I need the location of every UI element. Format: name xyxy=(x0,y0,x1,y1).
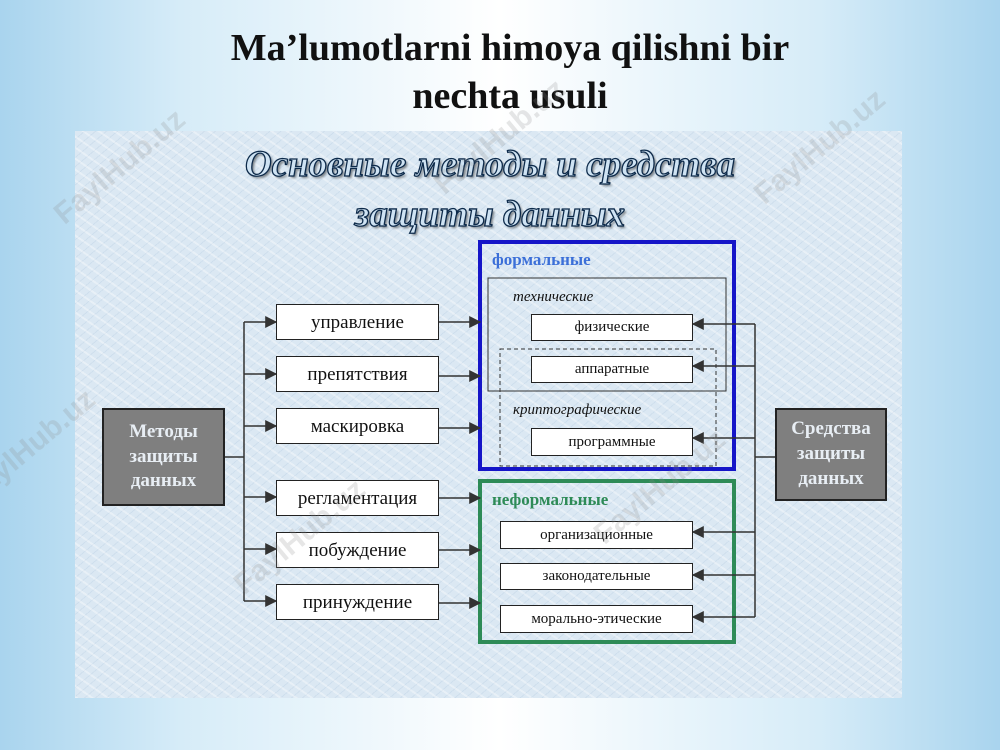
informal-group-frame xyxy=(478,479,736,644)
tool-box-moral-ethical: морально-этические xyxy=(500,605,693,633)
technical-label: технические xyxy=(513,289,594,305)
tool-box-physical: физические xyxy=(531,314,693,341)
tools-box: Средства защиты данных xyxy=(775,408,887,501)
slide-title-line-2: nechta usuli xyxy=(412,75,608,117)
informal-group-label: неформальные xyxy=(492,490,609,509)
method-box-management: управление xyxy=(276,304,439,340)
tool-box-software: программные xyxy=(531,428,693,456)
diagram-title-line-1: Основные методы и средства xyxy=(244,143,736,185)
method-box-regulation: регламентация xyxy=(276,480,439,516)
methods-box: Методы защиты данных xyxy=(102,408,225,506)
tool-box-legislative: законодательные xyxy=(500,563,693,590)
slide-title-line-1: Ma’lumotlarni himoya qilishni bir xyxy=(230,27,790,69)
method-arrows xyxy=(439,316,482,609)
diagram-title-line-2: защиты данных xyxy=(354,193,626,235)
hardware-subframe xyxy=(499,348,717,467)
tool-box-organizational: организационные xyxy=(500,521,693,549)
technical-subframe xyxy=(487,277,727,392)
method-box-motivation: побуждение xyxy=(276,532,439,568)
method-box-obstacles: препятствия xyxy=(276,356,439,392)
method-box-masking: маскировка xyxy=(276,408,439,444)
right-tree xyxy=(691,318,776,623)
crypto-label: криптографические xyxy=(513,402,642,418)
formal-group-label: формальные xyxy=(492,250,591,269)
method-box-coercion: принуждение xyxy=(276,584,439,620)
formal-group-frame xyxy=(478,240,736,471)
diagram-title: Основные методы и средства защиты данных xyxy=(75,140,905,240)
left-tree xyxy=(224,316,278,607)
tool-box-hardware: аппаратные xyxy=(531,356,693,383)
slide-title: Ma’lumotlarni himoya qilishni bir nechta… xyxy=(150,24,870,120)
